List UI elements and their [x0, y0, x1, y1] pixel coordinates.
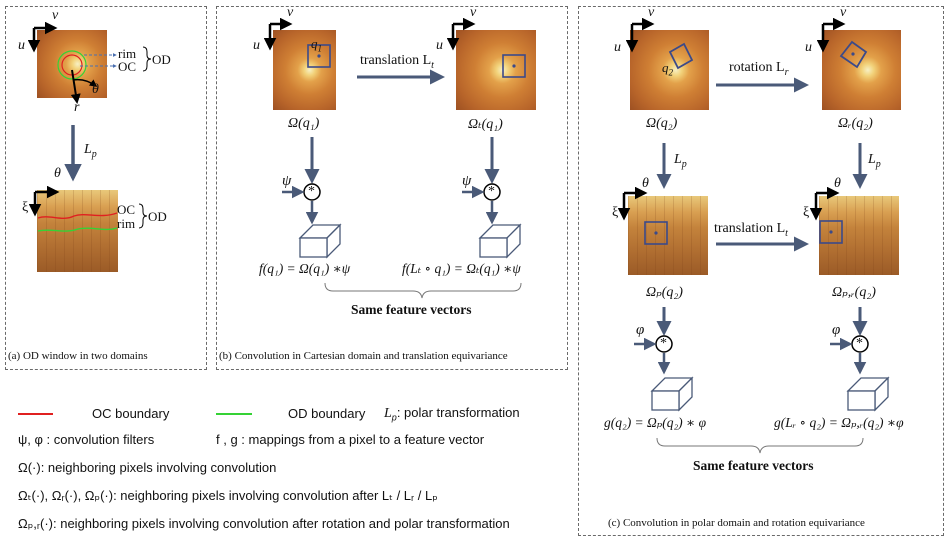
oc-label-polar: OC: [117, 202, 136, 217]
fundus-image-c-right: [822, 30, 901, 110]
conv-star-c-right: *: [856, 336, 863, 351]
conv-star-c-left: *: [660, 336, 667, 351]
phi-label-right: φ: [832, 322, 841, 338]
axis-theta-polar-label: θ: [54, 166, 61, 181]
rotation-label-c: rotation Lr: [729, 60, 789, 78]
axis-u-label-c-left: u: [614, 40, 621, 55]
legend-filters: ψ, φ : convolution filters: [18, 432, 155, 447]
fundus-image-c-left: [630, 30, 709, 110]
axis-v-label-b-right: v: [470, 5, 477, 20]
legend-omega-t-def: Ωₜ(·), Ωᵣ(·), Ωₚ(·): neighboring pixels …: [18, 488, 438, 503]
translation-label-b: translation Lt: [360, 53, 434, 71]
axis-v-label-b-left: v: [287, 5, 294, 20]
eq-g-q2: g(q₂) = Ωₚ(q₂) ∗ φ: [604, 415, 707, 430]
same-feature-vectors-b: Same feature vectors: [351, 302, 472, 317]
q1-label: q1: [311, 36, 322, 54]
eq-f-q1: f(q₁) = Ω(q₁) ∗ψ: [259, 261, 351, 276]
axis-theta-label-c-right: θ: [834, 176, 841, 191]
axis-r-label: r: [74, 100, 80, 115]
omega-t-q1-label: Ωₜ(q₁): [468, 117, 503, 132]
translation-label-c: translation Lt: [714, 221, 788, 239]
axis-xi-label-c-left: ξ: [612, 205, 619, 220]
omega-r-q2-label: Ωᵣ(q₂): [838, 116, 873, 131]
lp-label-c-left: Lp: [674, 152, 687, 170]
fundus-image-b-left: [273, 30, 336, 110]
axis-u-label-c-right: u: [805, 40, 812, 55]
omega-p-q2-label: Ωₚ(q₂): [646, 285, 683, 300]
panel-b-caption: (b) Convolution in Cartesian domain and …: [219, 350, 508, 362]
axis-u-label-b-right: u: [436, 38, 443, 53]
od-label: OD: [152, 52, 171, 67]
axis-u-label-b-left: u: [253, 38, 260, 53]
legend-oc-boundary: OC boundary: [92, 406, 170, 421]
lp-arrow-label: Lp: [84, 142, 97, 160]
polar-image-c-right: [819, 196, 899, 275]
axis-xi-label: ξ: [22, 200, 29, 215]
legend-mappings: f , g : mappings from a pixel to a featu…: [216, 432, 485, 447]
eq-g-lr-q2: g(Lᵣ ∘ q₂) = Ωₚ,ᵣ(q₂) ∗φ: [774, 415, 904, 430]
omega-q2-label: Ω(q₂): [646, 116, 678, 131]
panel-b: [216, 6, 568, 370]
axis-v-label: v: [52, 8, 59, 23]
axis-theta-label: θ: [92, 82, 99, 97]
polar-image-a: [37, 190, 118, 272]
legend-lp-def: Lp: polar transformation: [384, 405, 520, 423]
omega-q1-label: Ω(q₁): [288, 116, 320, 131]
axis-v-label-c-left: v: [648, 5, 655, 20]
oc-label: OC: [118, 59, 137, 74]
omega-pr-q2-label: Ωₚ,ᵣ(q₂): [832, 285, 876, 300]
panel-c: [578, 6, 944, 536]
legend-omega-def: Ω(·): neighboring pixels involving convo…: [18, 460, 277, 475]
lp-label-c-right: Lp: [868, 152, 881, 170]
psi-label-left: ψ: [282, 173, 292, 189]
psi-label-right: ψ: [462, 173, 472, 189]
panel-a-caption: (a) OD window in two domains: [8, 350, 148, 362]
axis-v-label-c-right: v: [840, 5, 847, 20]
conv-star-left: *: [308, 184, 315, 199]
od-label-polar: OD: [148, 209, 167, 224]
polar-image-c-left: [628, 196, 708, 275]
panel-a: [5, 6, 207, 370]
legend-omega-pr-def: Ωₚ,ᵣ(·): neighboring pixels involving co…: [18, 516, 510, 531]
rim-label: rim: [118, 46, 137, 61]
axis-theta-label-c-left: θ: [642, 176, 649, 191]
eq-f-lt-q1: f(Lₜ ∘ q₁) = Ωₜ(q₁) ∗ψ: [402, 261, 521, 276]
rim-label-polar: rim: [117, 216, 136, 231]
fundus-image-b-right: [456, 30, 536, 110]
same-feature-vectors-c: Same feature vectors: [693, 458, 814, 473]
panel-c-caption: (c) Convolution in polar domain and rota…: [608, 517, 865, 529]
axis-xi-label-c-right: ξ: [803, 205, 810, 220]
legend-od-boundary: OD boundary: [288, 406, 366, 421]
q2-label: q2: [662, 60, 673, 78]
axis-u-label: u: [18, 38, 25, 53]
phi-label-left: φ: [636, 322, 645, 338]
conv-star-right: *: [488, 184, 495, 199]
